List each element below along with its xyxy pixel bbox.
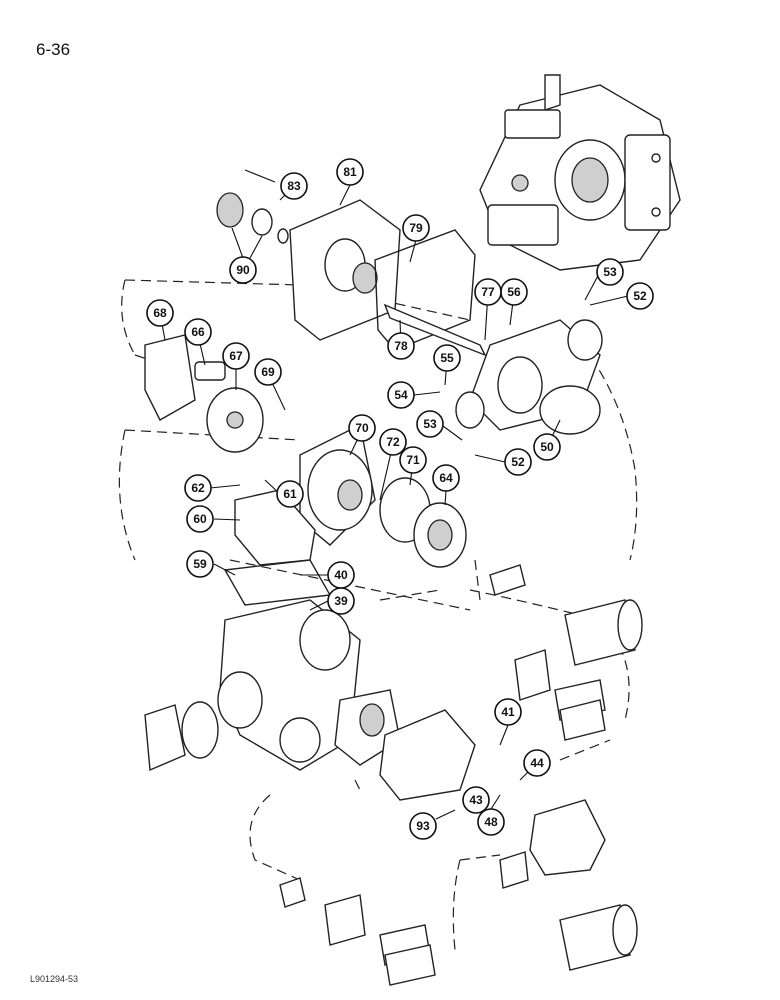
callout-52-mid: 52 [504, 448, 532, 476]
callout-81: 81 [336, 158, 364, 186]
callout-53-top: 53 [596, 258, 624, 286]
callout-54: 54 [387, 381, 415, 409]
svg-text:55: 55 [440, 351, 454, 365]
drive-shaft [383, 303, 487, 357]
svg-text:70: 70 [355, 421, 369, 435]
svg-text:40: 40 [334, 568, 348, 582]
callout-56: 56 [500, 278, 528, 306]
bolt [244, 169, 276, 183]
svg-text:90: 90 [236, 263, 250, 277]
group-line-lower [249, 779, 501, 951]
svg-text:66: 66 [191, 325, 205, 339]
callout-78: 78 [387, 332, 415, 360]
svg-text:53: 53 [603, 265, 617, 279]
callout-64: 64 [432, 464, 460, 492]
o-ring [277, 228, 289, 244]
callout-93: 93 [409, 812, 437, 840]
callout-53-mid: 53 [416, 410, 444, 438]
callout-72: 72 [379, 428, 407, 456]
svg-text:71: 71 [406, 453, 420, 467]
seal-outer [216, 192, 244, 228]
svg-text:64: 64 [439, 471, 453, 485]
svg-text:81: 81 [343, 165, 357, 179]
callout-69: 69 [254, 358, 282, 386]
svg-text:62: 62 [191, 481, 205, 495]
svg-text:56: 56 [507, 285, 521, 299]
svg-text:48: 48 [484, 815, 498, 829]
svg-text:78: 78 [394, 339, 408, 353]
spring-set-right [514, 649, 606, 741]
svg-text:59: 59 [193, 557, 207, 571]
rear-plate-seal [359, 703, 385, 737]
cylinder-block [299, 423, 376, 546]
end-cap [144, 704, 186, 772]
group-line-upper [121, 279, 638, 561]
callout-62: 62 [184, 474, 212, 502]
callout-55: 55 [433, 344, 461, 372]
callout-43: 43 [462, 786, 490, 814]
svg-text:93: 93 [416, 819, 430, 833]
svg-text:52: 52 [511, 455, 525, 469]
svg-text:67: 67 [229, 349, 243, 363]
page-number: 6-36 [36, 40, 71, 59]
svg-text:54: 54 [394, 388, 408, 402]
swashplate-housing [455, 319, 603, 435]
svg-text:43: 43 [469, 793, 483, 807]
charge-pump-body [379, 709, 476, 801]
servo-cylinder-lower [499, 851, 638, 971]
callout-50: 50 [533, 433, 561, 461]
pin [194, 361, 226, 381]
callout-52-top: 52 [626, 282, 654, 310]
callout-90: 90 [229, 256, 257, 284]
shoe-plate-hole [226, 411, 244, 429]
bearing-bore [427, 519, 453, 551]
valve-gasket [223, 559, 332, 606]
gasket [374, 229, 476, 351]
callout-60: 60 [186, 505, 214, 533]
callout-79: 79 [402, 214, 430, 242]
svg-text:44: 44 [530, 756, 544, 770]
callout-67: 67 [222, 342, 250, 370]
callout-44: 44 [523, 749, 551, 777]
svg-text:69: 69 [261, 365, 275, 379]
servo-cylinder-upper [489, 564, 643, 666]
spring-set-lower [279, 877, 436, 986]
retainer-plate [144, 334, 196, 421]
svg-text:53: 53 [423, 417, 437, 431]
svg-text:79: 79 [409, 221, 423, 235]
callout-70: 70 [348, 414, 376, 442]
svg-text:83: 83 [287, 179, 301, 193]
auxiliary-pump [529, 799, 606, 876]
callout-40: 40 [327, 561, 355, 589]
callout-39: 39 [327, 587, 355, 615]
svg-text:50: 50 [540, 440, 554, 454]
seal-inner [251, 208, 273, 236]
callout-68: 68 [146, 299, 174, 327]
callout-83: 83 [280, 172, 308, 200]
svg-text:52: 52 [633, 289, 647, 303]
callout-71: 71 [399, 446, 427, 474]
end-cover-plate [289, 199, 401, 341]
svg-text:39: 39 [334, 594, 348, 608]
callout-77: 77 [474, 278, 502, 306]
callout-61: 61 [276, 480, 304, 508]
figure-code: L901294-53 [30, 974, 79, 984]
callout-66: 66 [184, 318, 212, 346]
svg-text:77: 77 [481, 285, 495, 299]
assembled-pump-illustration [479, 74, 681, 271]
svg-text:72: 72 [386, 435, 400, 449]
callout-59: 59 [186, 550, 214, 578]
callout-48: 48 [477, 808, 505, 836]
svg-text:61: 61 [283, 487, 297, 501]
main-pump-housing [217, 599, 361, 771]
end-gasket [181, 701, 219, 759]
svg-text:41: 41 [501, 705, 515, 719]
svg-text:60: 60 [193, 512, 207, 526]
callout-41: 41 [494, 698, 522, 726]
svg-text:68: 68 [153, 306, 167, 320]
